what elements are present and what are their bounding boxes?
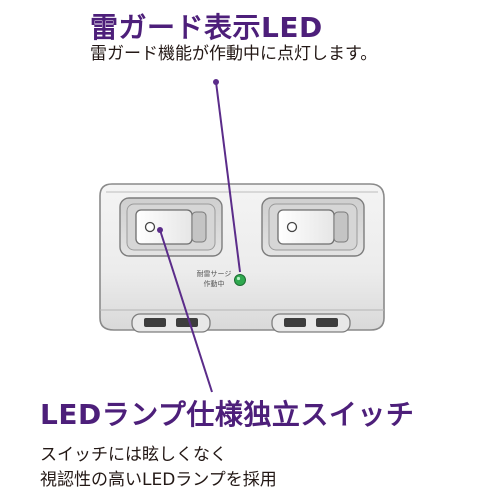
right-switch-led-icon <box>286 221 298 233</box>
switch-callout-description-line2: 視認性の高いLEDランプを採用 <box>40 470 277 490</box>
switch-callout-description: スイッチには眩しくなく 視認性の高いLEDランプを採用 <box>40 443 480 493</box>
outlet-right <box>271 313 351 333</box>
led-label-line1: 耐雷サージ <box>197 269 232 278</box>
led-callout-description: 雷ガード機能が作動中に点灯します。 <box>90 44 378 64</box>
left-switch-led-icon <box>144 221 156 233</box>
left-rocker-switch[interactable] <box>135 209 207 245</box>
outlet-left <box>131 313 211 333</box>
switch-callout-title: LEDランプ仕様独立スイッチ <box>40 398 415 431</box>
led-label-line2: 作動中 <box>204 279 225 288</box>
lightning-guard-led <box>234 274 246 286</box>
switch-leader-line <box>157 227 213 393</box>
led-leader-line <box>213 79 241 273</box>
switch-callout-description-line1: スイッチには眩しくなく <box>40 445 227 465</box>
right-rocker-switch[interactable] <box>277 209 349 245</box>
led-callout-title: 雷ガード表示LED <box>90 11 323 44</box>
